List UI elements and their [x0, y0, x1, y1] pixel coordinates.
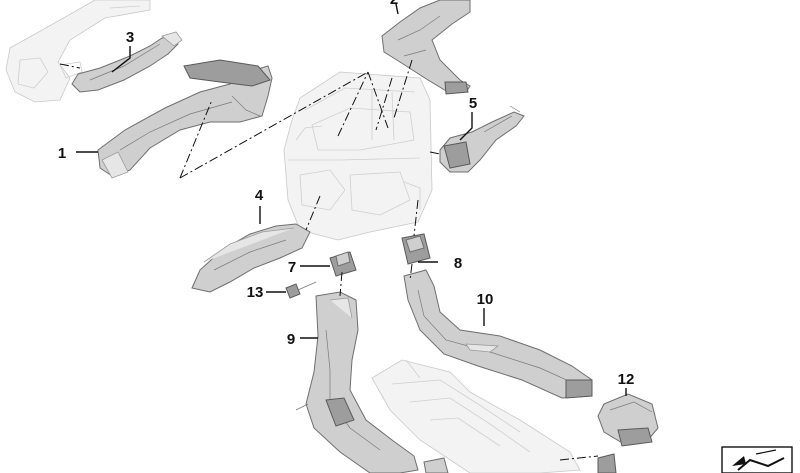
- center-console-ghost: [371, 359, 581, 473]
- dashboard-frame-ghost: [5, 0, 151, 103]
- leader-lines: [76, 3, 627, 396]
- part-10-duct: [403, 269, 593, 399]
- part-8-connector: [401, 233, 431, 265]
- callout-9: 9: [287, 331, 295, 348]
- callout-13: 13: [247, 284, 264, 301]
- part-4-duct: [191, 223, 311, 293]
- callout-8: 8: [454, 255, 462, 272]
- callout-2: 2: [390, 0, 398, 8]
- part-13-clip: [285, 281, 317, 299]
- part-9-duct: [295, 291, 419, 473]
- part-1-duct: [97, 59, 273, 179]
- callout-12: 12: [618, 371, 635, 388]
- hvac-housing-ghost: [283, 71, 433, 241]
- callout-10: 10: [477, 291, 494, 308]
- callout-1: 1: [58, 145, 66, 162]
- assembly-lines: [59, 59, 599, 461]
- callout-7: 7: [288, 259, 296, 276]
- arrow-box-icon: [721, 446, 793, 473]
- callout-labels: 1 2 3 4 5 7 8 9 10 12 13: [58, 0, 635, 388]
- callout-5: 5: [469, 95, 477, 112]
- part-2-duct: [381, 0, 471, 95]
- callout-3: 3: [126, 29, 134, 46]
- lower-outlet-stubs: [423, 453, 617, 473]
- part-5-nozzle: [439, 105, 525, 173]
- part-3-duct: [71, 31, 183, 93]
- part-12-outlet: [597, 393, 659, 447]
- callout-4: 4: [255, 187, 264, 204]
- part-7-connector: [329, 251, 357, 277]
